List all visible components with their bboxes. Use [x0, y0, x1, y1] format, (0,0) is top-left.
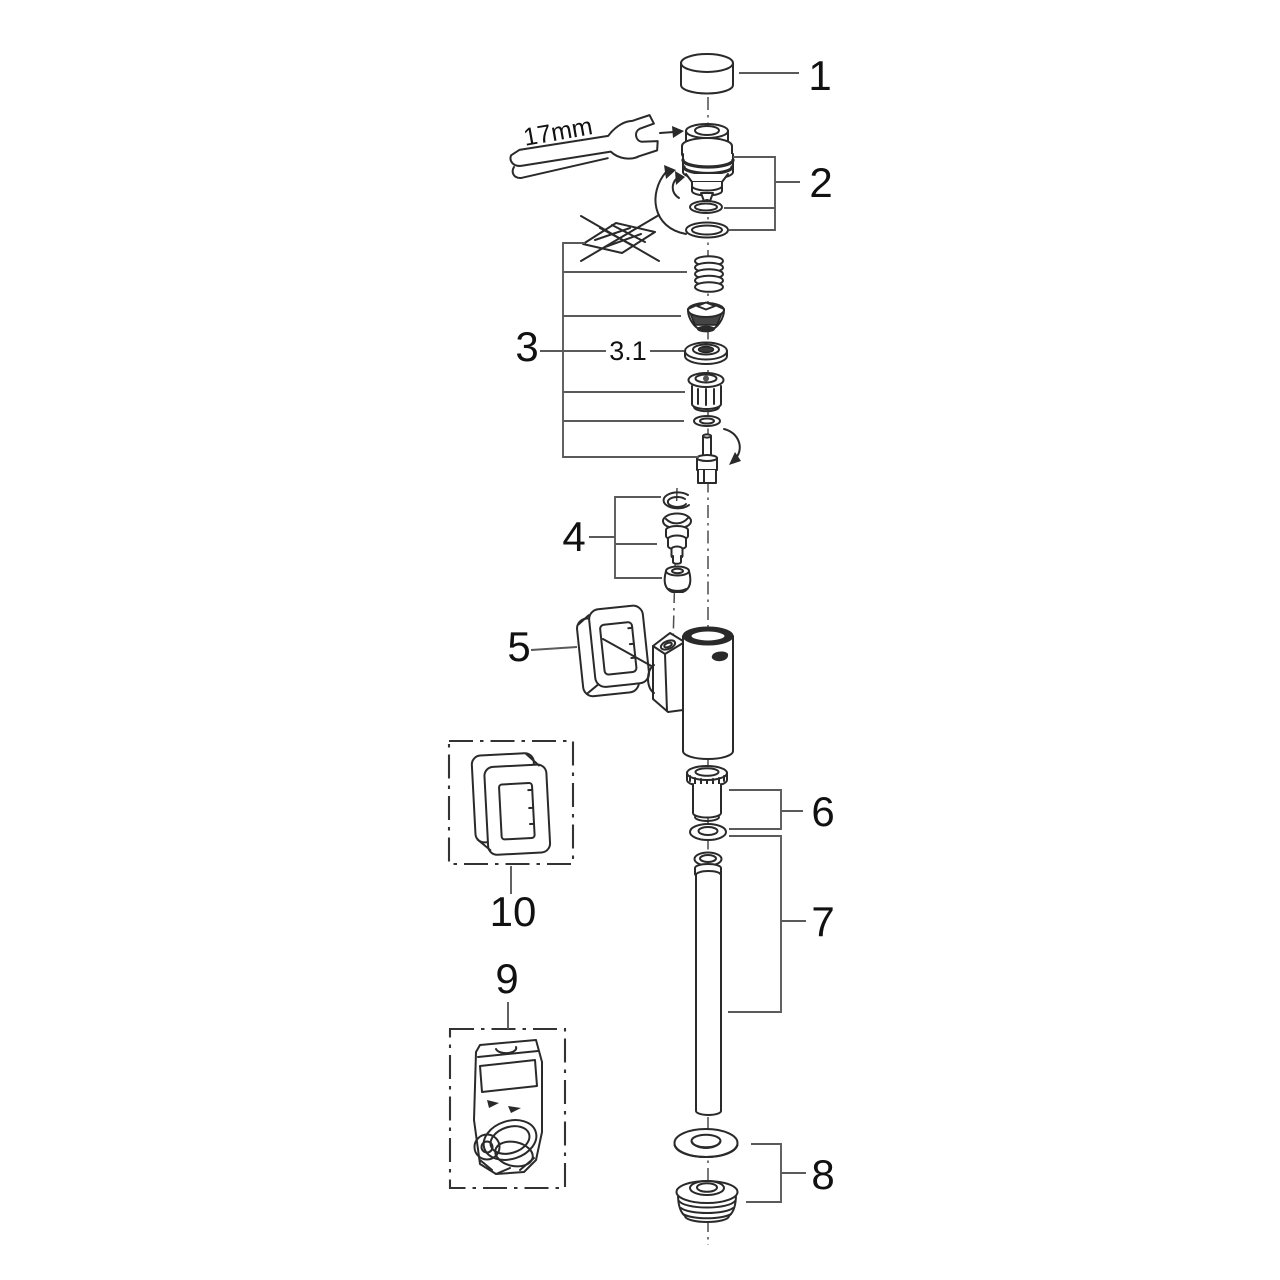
part-9-parts-bag	[473, 1039, 543, 1175]
bracket-2	[724, 156, 800, 231]
callout-2: 2	[809, 159, 832, 206]
not-included-strainer	[580, 214, 660, 262]
valve-body	[647, 626, 734, 760]
bracket-7	[728, 835, 806, 1013]
part-8-threaded-adapter	[675, 1180, 739, 1223]
part-4-clip	[662, 491, 690, 510]
part-1-cap	[680, 53, 734, 95]
callout-4: 4	[562, 513, 585, 560]
part-4-valve-screw	[662, 512, 692, 565]
callout-3: 3	[515, 323, 538, 370]
wrench-arrow	[659, 126, 684, 138]
part-5-axis-line	[602, 638, 656, 669]
bracket-4	[589, 496, 662, 579]
part-10-box	[447, 739, 575, 866]
callout-10: 10	[490, 888, 537, 935]
bracket-3	[540, 242, 699, 458]
wrench	[509, 114, 659, 180]
cross-out-icon	[580, 214, 660, 262]
callout-labels: 1 2 3 3.1 4 5 6 7 8 9 10	[490, 52, 835, 1198]
part-8-rosette	[673, 1128, 739, 1158]
callout-3-1: 3.1	[609, 336, 647, 366]
part-2-cartridge	[681, 123, 735, 203]
part-2-oring-large	[685, 221, 729, 239]
callout-1: 1	[808, 52, 831, 99]
bracket-6	[729, 789, 803, 830]
bracket-8	[746, 1143, 806, 1203]
part-4-cone	[663, 565, 692, 593]
part-3-washer	[693, 415, 721, 427]
part-6-connector	[686, 765, 728, 822]
callout-6: 6	[811, 788, 834, 835]
part-3-valve-piston	[687, 372, 725, 413]
brand-mark	[711, 651, 729, 662]
part-6-washer	[689, 823, 727, 841]
callout-9: 9	[495, 955, 518, 1002]
part-5-escutcheon	[576, 604, 651, 698]
callout-leaders	[507, 72, 806, 1203]
part-3-spindle	[696, 433, 718, 484]
part-3-spring	[694, 255, 724, 293]
part-10-escutcheon	[470, 752, 552, 856]
spindle-rotation-arrow	[723, 428, 741, 465]
leader-5	[530, 646, 578, 651]
part-7-oring	[693, 851, 723, 867]
part-3-1-seal	[684, 341, 728, 365]
callout-7: 7	[811, 898, 834, 945]
rotation-arrow	[654, 165, 687, 235]
part-3-piston	[687, 301, 725, 333]
part-2-oring-small	[689, 200, 723, 214]
part-7-flush-pipe	[694, 863, 722, 1116]
callout-8: 8	[811, 1151, 834, 1198]
callout-5: 5	[507, 623, 530, 670]
